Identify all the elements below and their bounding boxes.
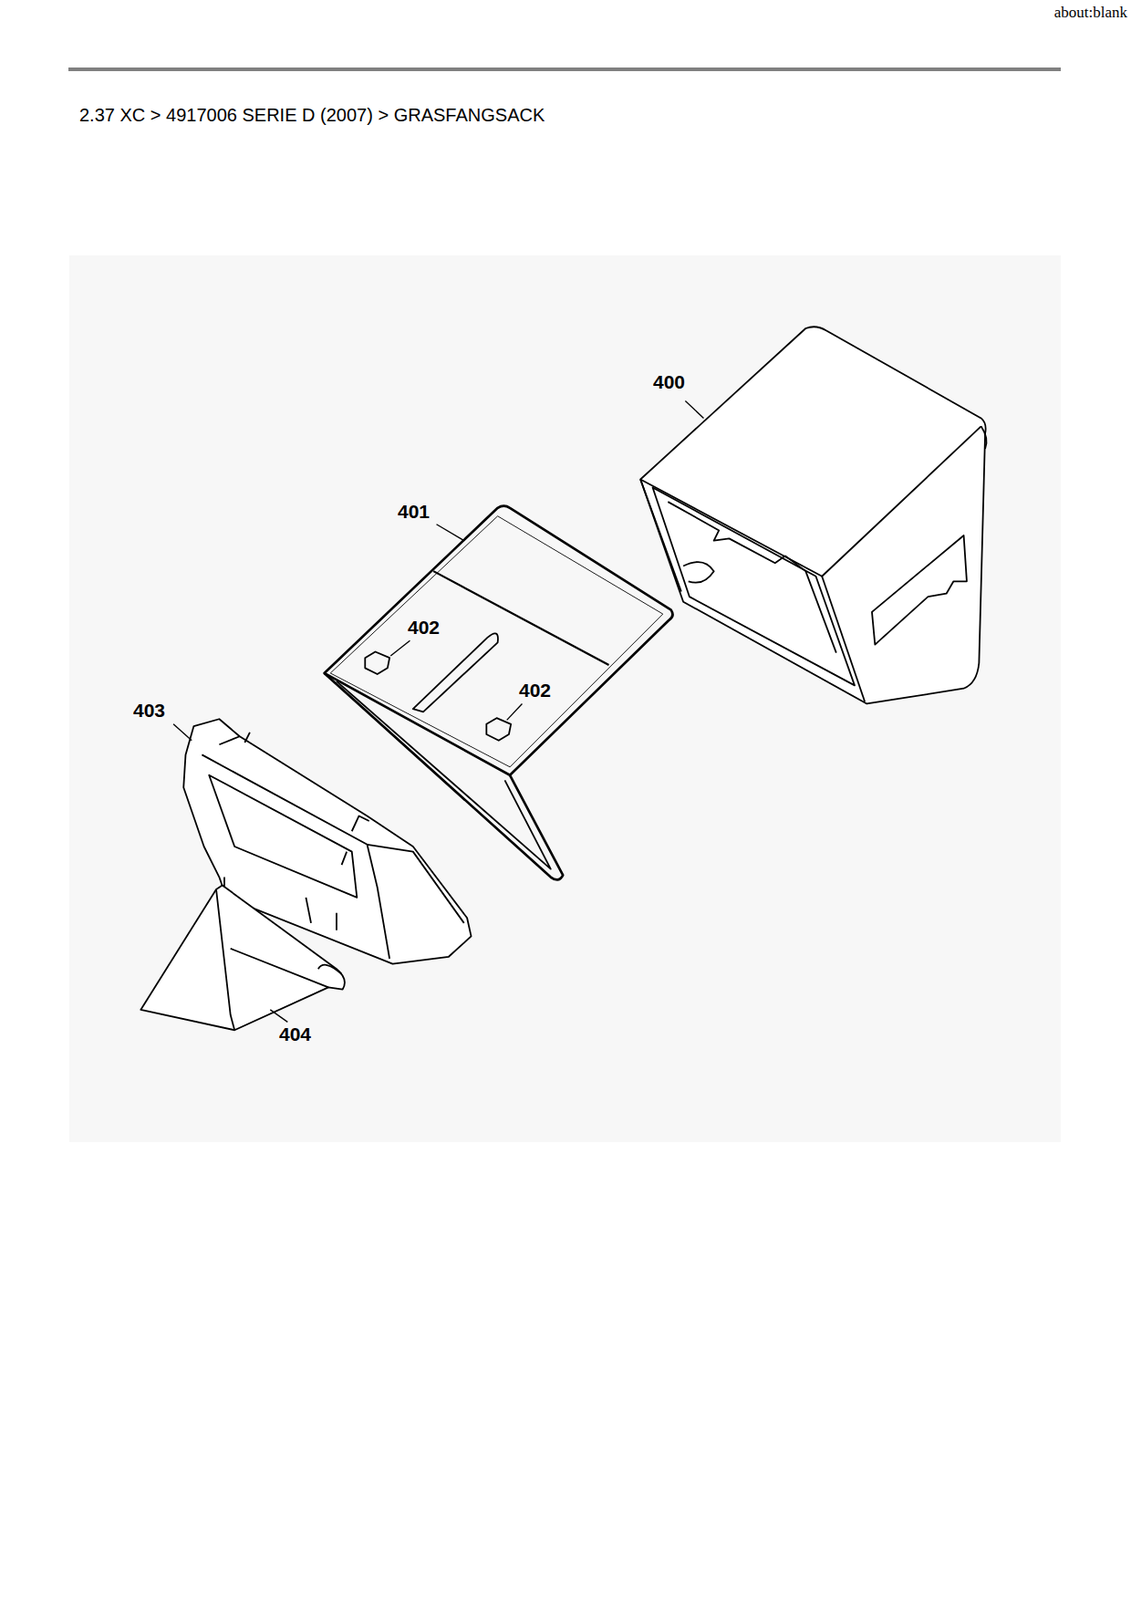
callout-number: 403	[133, 700, 166, 720]
callout-number: 402	[407, 617, 440, 637]
header-rule	[68, 67, 1061, 72]
grass-bag	[640, 326, 986, 704]
drawing-ground	[69, 255, 1061, 1142]
breadcrumb-title: 2.37 XC > 4917006 SERIE D (2007) > GRASF…	[79, 105, 545, 125]
callout-number: 400	[653, 372, 685, 392]
callout-number: 404	[279, 1024, 312, 1044]
callout-number: 401	[397, 501, 430, 521]
leader-lines	[173, 400, 704, 1022]
browser-header: about:blank	[1054, 4, 1128, 21]
grass-chute	[140, 885, 345, 1031]
callout-number: 402	[518, 680, 551, 700]
